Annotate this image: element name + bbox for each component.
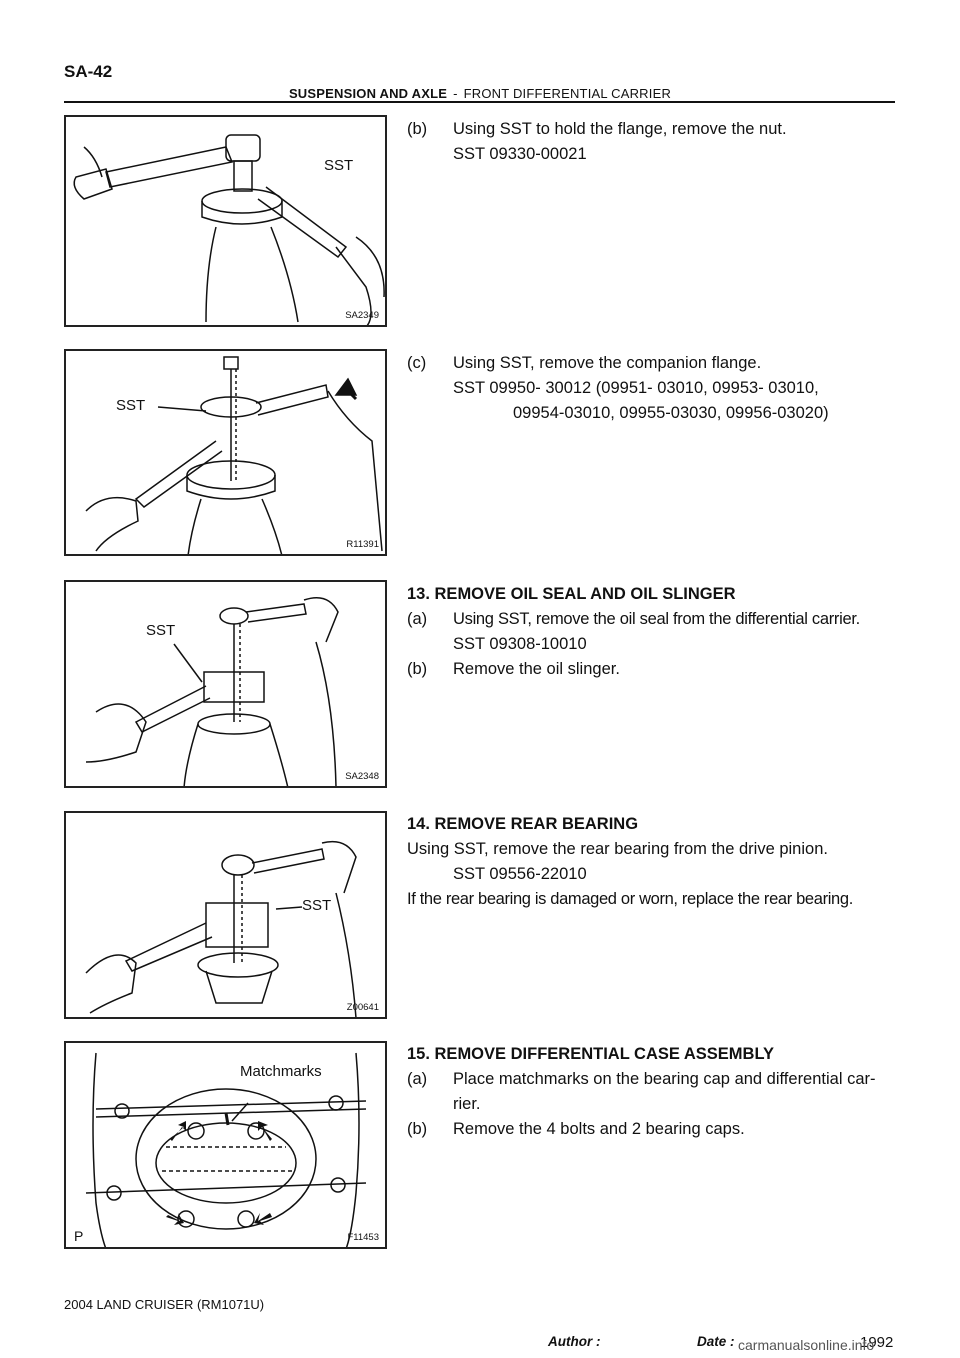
footer-page-number: 1992 (860, 1334, 894, 1351)
illustration-remove-flange (85, 356, 383, 554)
step-b-sst: SST 09330-00021 (453, 145, 587, 163)
footer-date-label: Date : (697, 1334, 735, 1349)
figure-id: SA2348 (345, 771, 379, 782)
step-letter: (a) (407, 610, 428, 628)
figure-id: R11391 (346, 539, 379, 550)
section-15-a-text-cont: rier. (453, 1095, 481, 1113)
section-15-title: 15. REMOVE DIFFERENTIAL CASE ASSEMBLY (407, 1045, 775, 1063)
section-14-line2: If the rear bearing is damaged or worn, … (407, 890, 853, 908)
section-15-a: (a) (407, 1067, 897, 1092)
page-code: SA-42 (64, 62, 113, 81)
footer-author-label: Author : (548, 1334, 601, 1349)
figure-f11453: Matchmarks P F11453 (64, 1041, 387, 1249)
header-separator: - (453, 86, 458, 101)
sst-label: SST (324, 157, 354, 174)
step-c-sst: SST 09950- 30012 (09951- 03010, 09953- 0… (453, 379, 819, 397)
step-letter: (c) (407, 354, 427, 372)
figure-id: F11453 (347, 1232, 379, 1243)
step-c-sst-cont: 09954-03010, 09955-03030, 09956-03020) (513, 404, 829, 422)
section-13-b-text: Remove the oil slinger. (453, 660, 620, 678)
illustration-hold-flange (73, 134, 385, 325)
figure-r11391: SST R11391 (64, 349, 387, 556)
step-b-text: Using SST to hold the flange, remove the… (453, 120, 787, 138)
page-header: SUSPENSION AND AXLE-FRONT DIFFERENTIAL C… (0, 86, 960, 101)
step-c-text: Using SST, remove the companion flange. (453, 354, 762, 372)
figure-z00641: SST Z00641 (64, 811, 387, 1019)
section-15-b: (b) (407, 1117, 897, 1142)
section-14-title: 14. REMOVE REAR BEARING (407, 815, 639, 833)
figure-corner-letter: P (74, 1228, 84, 1244)
matchmarks-label: Matchmarks (240, 1063, 322, 1080)
figure-id: SA2349 (345, 310, 379, 321)
footer-model: 2004 LAND CRUISER (RM1071U) (64, 1297, 265, 1312)
watermark: carmanualsonline.info (738, 1337, 875, 1353)
section-13-a-sst: SST 09308-10010 (453, 635, 587, 653)
subsection-title: FRONT DIFFERENTIAL CARRIER (463, 86, 672, 101)
figure-sa2348: SST SA2348 (64, 580, 387, 788)
figure-sa2349: SST SA2349 (64, 115, 387, 327)
sst-label: SST (146, 622, 176, 639)
step-letter: (b) (407, 120, 428, 138)
illustration-remove-oil-seal (85, 597, 339, 786)
section-13-b: (b) (407, 657, 897, 682)
step-c-remove-flange: (c) (407, 351, 897, 376)
section-14-sst: SST 09556-22010 (453, 865, 587, 883)
section-13-a-text: Using SST, remove the oil seal from the … (453, 610, 860, 628)
step-letter: (b) (407, 1120, 428, 1138)
sst-label: SST (302, 897, 332, 914)
section-13-title: 13. REMOVE OIL SEAL AND OIL SLINGER (407, 585, 736, 603)
illustration-remove-rear-bearing (85, 840, 357, 1017)
step-b-hold-flange: (b) (407, 117, 897, 142)
section-15-b-text: Remove the 4 bolts and 2 bearing caps. (453, 1120, 745, 1138)
section-title: SUSPENSION AND AXLE (288, 86, 448, 101)
figure-id: Z00641 (346, 1002, 379, 1013)
header-rule (64, 101, 895, 103)
illustration-differential-case (85, 1052, 367, 1247)
step-letter: (a) (407, 1070, 428, 1088)
section-15-a-text: Place matchmarks on the bearing cap and … (453, 1070, 876, 1088)
sst-label: SST (116, 397, 146, 414)
section-13-a: (a) (407, 607, 897, 632)
section-14-line1: Using SST, remove the rear bearing from … (407, 840, 828, 858)
step-letter: (b) (407, 660, 428, 678)
